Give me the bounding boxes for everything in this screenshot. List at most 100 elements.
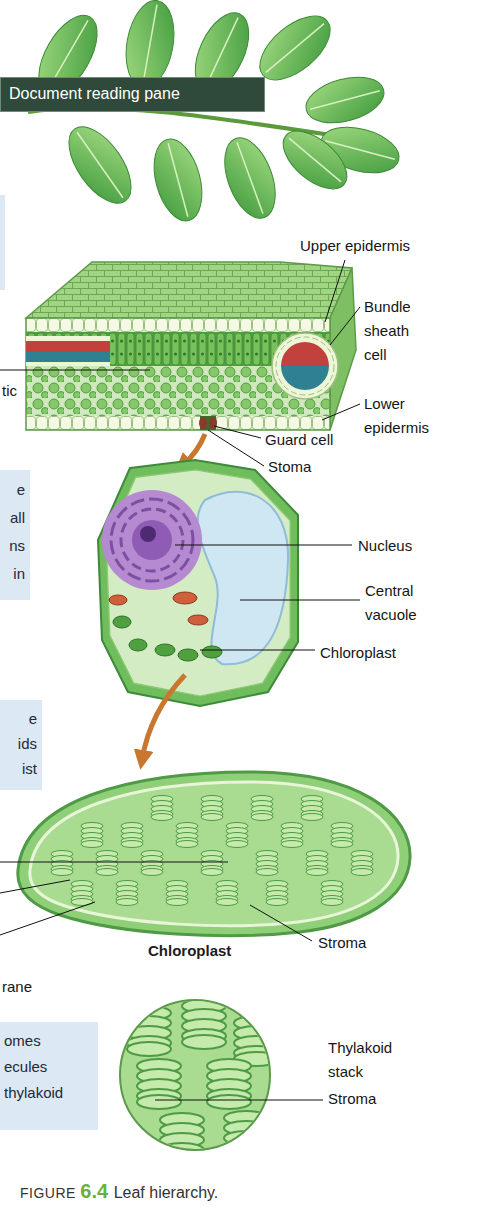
leaf-section xyxy=(26,262,356,430)
leader-line xyxy=(0,370,150,371)
leaf-branch xyxy=(301,69,389,130)
chloroplast-figure xyxy=(256,851,278,876)
thylakoid-zoom xyxy=(207,1059,251,1109)
box-text: e ids ist xyxy=(18,706,37,781)
chloroplast-figure xyxy=(201,851,223,876)
leader-line xyxy=(200,650,315,651)
chloroplast-figure xyxy=(121,823,143,848)
thylakoid-zoom xyxy=(224,1111,268,1161)
leaf-section xyxy=(26,416,330,430)
stoma-symbol xyxy=(200,416,216,430)
vein xyxy=(26,341,110,352)
plant-cell xyxy=(140,526,156,542)
leaf-section xyxy=(26,318,330,332)
vein xyxy=(26,336,110,366)
leaf-branch xyxy=(310,91,380,110)
vascular-bundle xyxy=(276,337,334,395)
part-label: tic xyxy=(2,379,17,403)
chloroplast-figure xyxy=(321,881,343,906)
leader-line xyxy=(0,880,70,893)
thylakoid-zoom xyxy=(234,1016,278,1066)
leaf-branch xyxy=(184,5,259,100)
leaf-branch xyxy=(48,20,88,89)
zoom-arrow xyxy=(142,675,185,760)
plant-cell xyxy=(98,460,298,706)
leader-line xyxy=(175,545,352,546)
leader-line xyxy=(330,307,360,345)
part-label: Bundle sheath cell xyxy=(364,295,411,367)
leader-line xyxy=(0,902,95,935)
note-box: e ids ist xyxy=(0,700,42,790)
leaf-branch xyxy=(146,134,210,227)
leaf-branch xyxy=(120,0,181,91)
part-label: Stroma xyxy=(328,1087,376,1111)
chloroplast-figure xyxy=(18,772,410,936)
chloroplast-figure xyxy=(96,851,118,876)
leaf-branch xyxy=(146,134,210,227)
plant-cell xyxy=(173,592,197,604)
chloroplast-figure xyxy=(226,823,248,848)
part-label: Guard cell xyxy=(265,428,333,452)
leaf-branch xyxy=(249,4,342,92)
plant-cell xyxy=(129,639,147,651)
leaf-branch xyxy=(206,18,238,87)
chloroplast-figure xyxy=(51,851,73,876)
leaf-branch xyxy=(120,0,181,91)
side-panel xyxy=(0,195,5,290)
chloroplast-figure xyxy=(331,823,353,848)
part-label: Chloroplast xyxy=(148,939,231,963)
box-text: Document reading pane xyxy=(9,83,256,104)
plant-cell xyxy=(178,649,198,661)
vascular-bundle xyxy=(281,366,329,390)
vascular-bundle xyxy=(272,333,338,399)
part-label: Nucleus xyxy=(358,534,412,558)
thylakoid-zoom xyxy=(182,999,226,1049)
part-label: Upper epidermis xyxy=(300,234,410,258)
plant-cell xyxy=(132,520,172,560)
leaf-section xyxy=(26,262,352,318)
leader-line xyxy=(208,430,264,466)
part-label: Stoma xyxy=(268,455,311,479)
vein xyxy=(26,352,110,362)
caption-word: 6.4 xyxy=(80,1180,113,1202)
chloroplast-figure xyxy=(151,796,173,821)
leaf-branch xyxy=(143,5,157,84)
chloroplast-figure xyxy=(141,851,163,876)
leaf-branch xyxy=(215,131,285,225)
leaf-branch xyxy=(27,6,109,104)
thylakoid-zoom xyxy=(127,999,278,1163)
plant-cell xyxy=(198,492,289,665)
leader-line xyxy=(0,260,360,466)
leaf-branch xyxy=(273,120,357,199)
thylakoid-zoom xyxy=(120,999,278,1163)
leader-line xyxy=(0,862,312,941)
part-label: Thylakoid stack xyxy=(328,1036,392,1084)
leaf-branch xyxy=(301,69,389,130)
plant-cell xyxy=(109,595,127,605)
part-label: rane xyxy=(2,975,32,999)
leaf-branch xyxy=(168,143,188,216)
plant-cell xyxy=(113,616,131,628)
plant-cell xyxy=(155,644,175,656)
box-text: e all ns in xyxy=(9,476,25,588)
leader-line xyxy=(322,404,360,420)
plant-cell xyxy=(121,509,183,571)
note-box: e all ns in xyxy=(0,470,30,600)
leader-line xyxy=(155,1100,323,1101)
leader-line xyxy=(325,260,345,322)
leaf-branch xyxy=(273,120,357,199)
leader-line xyxy=(250,905,312,941)
part-label: Chloroplast xyxy=(320,641,396,665)
leaf-branch xyxy=(215,131,285,225)
vascular-bundle xyxy=(281,342,329,366)
plant-cell xyxy=(202,646,222,658)
plant-cell xyxy=(188,615,208,625)
plant-cell xyxy=(111,499,193,581)
box-text: omes ecules thylakoid xyxy=(4,1028,63,1106)
stoma-symbol xyxy=(199,416,217,430)
vascular-bundle xyxy=(272,333,338,399)
